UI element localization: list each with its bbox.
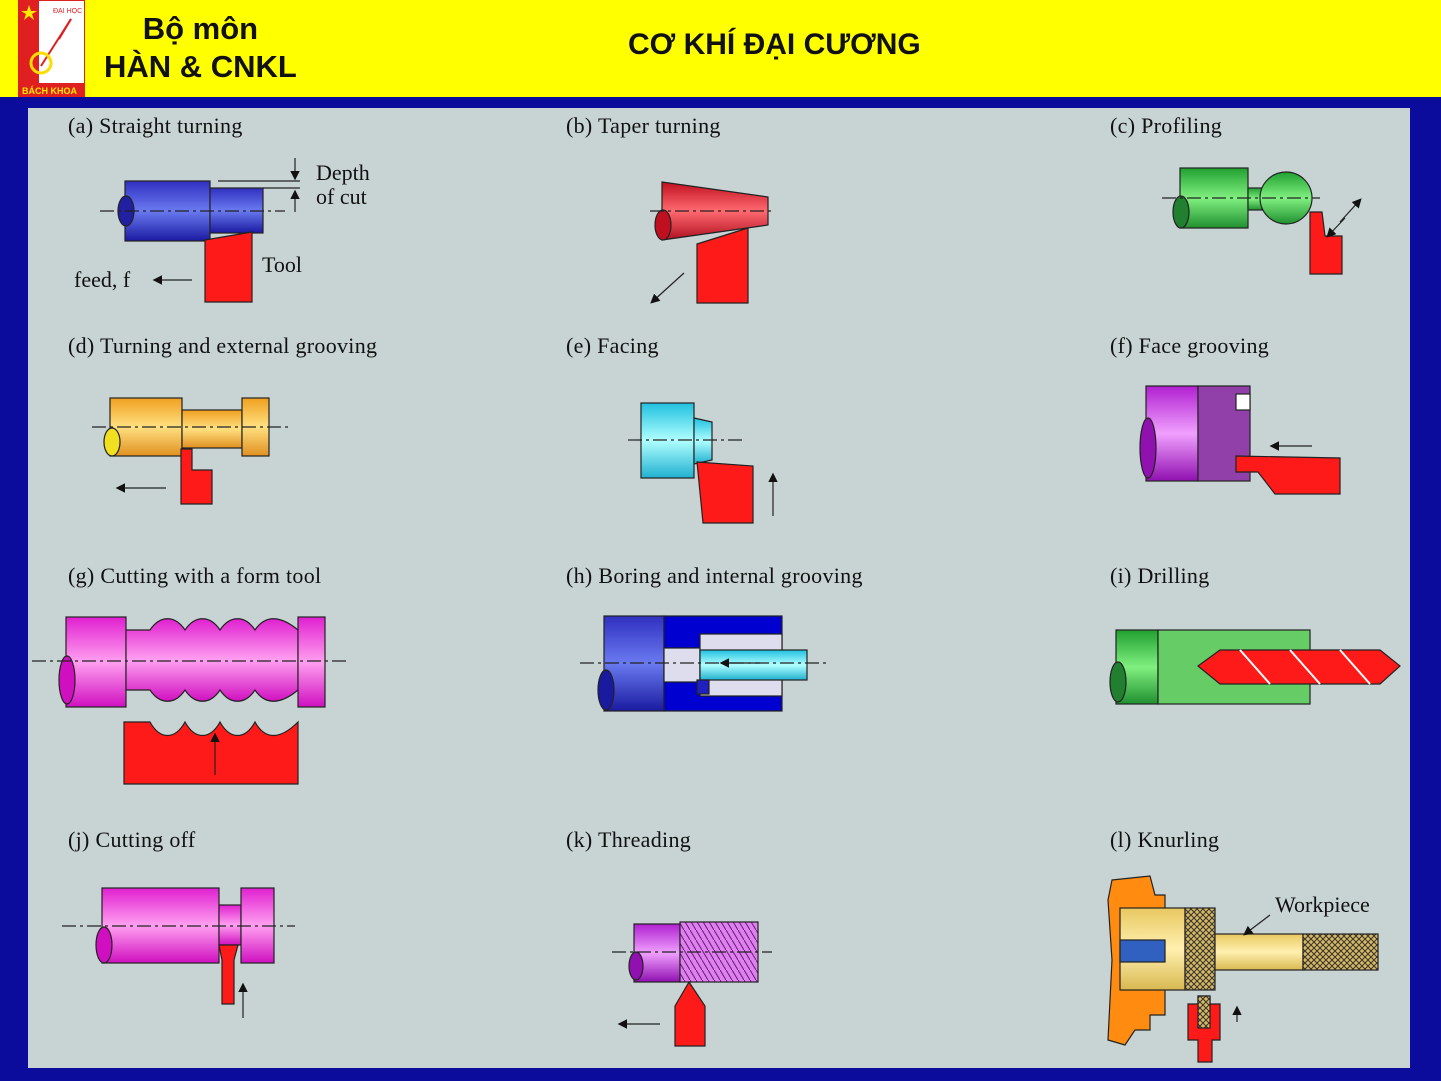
label-form-tool: (g) Cutting with a form tool: [68, 563, 322, 588]
taper-turning-diagram: [650, 181, 775, 304]
label-drilling: (i) Drilling: [1110, 563, 1210, 588]
knurling-diagram: [1107, 875, 1379, 1063]
profiling-diagram: [1162, 167, 1362, 275]
feed-label: feed, f: [74, 267, 131, 292]
depth-line-2: of cut: [316, 184, 367, 209]
face-grooving-diagram: [1139, 385, 1341, 495]
threading-diagram: [612, 921, 772, 1047]
straight-turning-diagram: [100, 158, 300, 303]
drilling-diagram: [1109, 629, 1401, 705]
svg-text:BÁCH KHOA: BÁCH KHOA: [22, 86, 77, 96]
form-tool-diagram: [32, 616, 350, 785]
boring-grooving-diagram: [580, 615, 828, 712]
label-straight-turning: (a) Straight turning: [68, 113, 243, 138]
label-turning-grooving: (d) Turning and external grooving: [68, 333, 378, 358]
label-threading: (k) Threading: [566, 827, 692, 852]
university-logo: ĐẠI HỌC BÁCH KHOA: [18, 0, 85, 97]
label-profiling: (c) Profiling: [1110, 113, 1223, 138]
label-facing: (e) Facing: [566, 333, 659, 358]
depth-line-1: Depth: [316, 160, 370, 185]
department-line-1: Bộ môn: [142, 11, 259, 46]
label-face-grooving: (f) Face grooving: [1110, 333, 1270, 358]
svg-text:ĐẠI HỌC: ĐẠI HỌC: [53, 8, 82, 15]
turning-grooving-diagram: [92, 397, 290, 505]
label-boring: (h) Boring and internal grooving: [566, 563, 863, 588]
facing-diagram: [628, 402, 778, 524]
slide-title: CƠ KHÍ ĐẠI CƯƠNG: [628, 28, 921, 61]
department-name: Bộ môn HÀN & CNKL: [104, 10, 297, 86]
slide-header: ĐẠI HỌC BÁCH KHOA Bộ môn HÀN & CNKL CƠ K…: [0, 0, 1441, 97]
cutting-off-diagram: [62, 887, 295, 1018]
workpiece-label: Workpiece: [1275, 892, 1370, 917]
label-cutting-off: (j) Cutting off: [68, 827, 196, 852]
tool-label: Tool: [262, 252, 303, 277]
bach-khoa-logo-icon: ĐẠI HỌC BÁCH KHOA: [19, 1, 84, 96]
label-taper-turning: (b) Taper turning: [566, 113, 721, 138]
depth-of-cut-label: Depth of cut: [316, 161, 370, 209]
department-line-2: HÀN & CNKL: [104, 49, 297, 84]
label-knurling: (l) Knurling: [1110, 827, 1220, 852]
